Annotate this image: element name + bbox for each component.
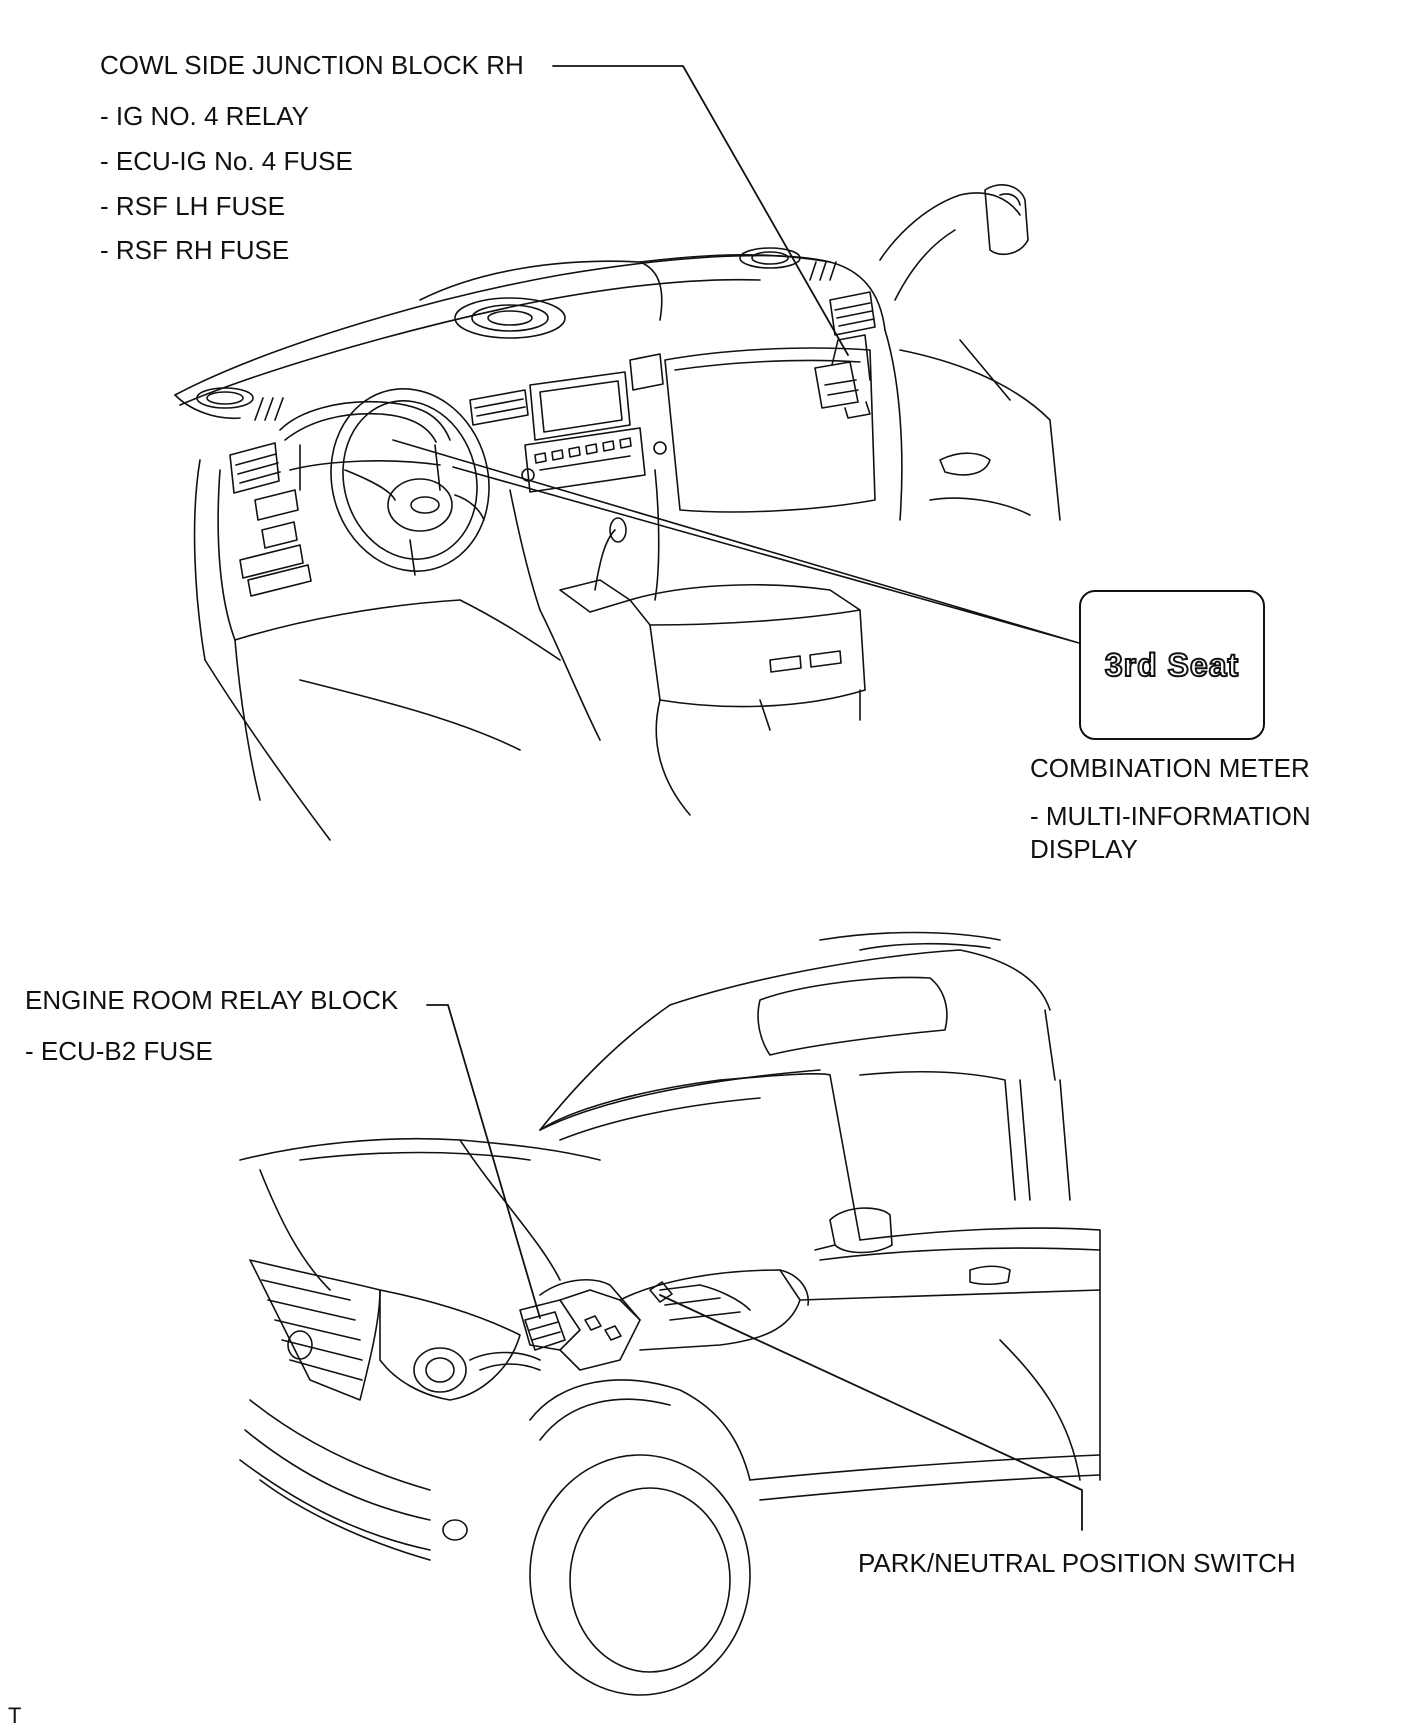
footer-mark: T xyxy=(8,1703,22,1728)
cowl-item-rsf-rh-fuse: - RSF RH FUSE xyxy=(100,235,290,265)
leader-combination-meter xyxy=(393,440,1079,643)
engine-room-relay-block-label: ENGINE ROOM RELAY BLOCK xyxy=(25,985,399,1015)
engine-room-item-ecu-b2-fuse: - ECU-B2 FUSE xyxy=(25,1036,213,1066)
leader-cowl-junction-block xyxy=(553,66,848,355)
dashboard-illustration xyxy=(175,185,1060,840)
combination-meter-item-display: DISPLAY xyxy=(1030,834,1138,864)
combination-meter-label: COMBINATION METER xyxy=(1030,753,1310,783)
combination-meter-item-multi-info: - MULTI-INFORMATION xyxy=(1030,801,1311,831)
park-neutral-position-switch-label: PARK/NEUTRAL POSITION SWITCH xyxy=(858,1548,1296,1578)
vehicle-illustration xyxy=(240,933,1100,1696)
leader-engine-room-relay-block xyxy=(427,1005,540,1318)
cowl-side-junction-block-label: COWL SIDE JUNCTION BLOCK RH xyxy=(100,50,524,80)
cowl-item-ecu-ig-no4-fuse: - ECU-IG No. 4 FUSE xyxy=(100,146,353,176)
multi-information-display-callout: 3rd Seat xyxy=(1079,590,1265,740)
meter-display-text: 3rd Seat xyxy=(1104,646,1240,684)
leader-park-neutral-switch xyxy=(660,1295,1082,1530)
cowl-item-ig-no4-relay: - IG NO. 4 RELAY xyxy=(100,101,310,131)
cowl-item-rsf-lh-fuse: - RSF LH FUSE xyxy=(100,191,285,221)
